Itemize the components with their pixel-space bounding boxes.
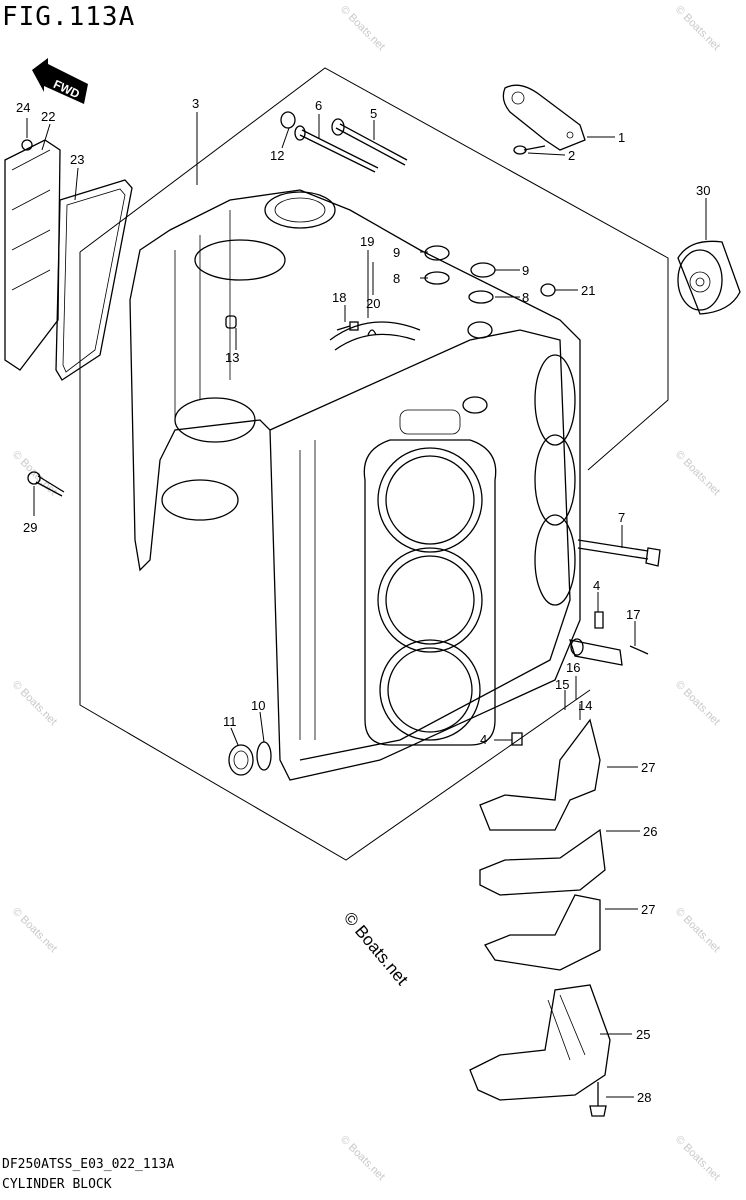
callout-17: 17 [626, 607, 640, 622]
callout-4: 4 [593, 578, 600, 593]
callout-8: 8 [522, 290, 529, 305]
callout-5: 5 [370, 106, 377, 121]
part-24-bolt [21, 139, 33, 151]
callout-9: 9 [393, 245, 400, 260]
callout-14: 14 [578, 698, 592, 713]
watermark: © Boats.net [673, 679, 722, 728]
part-28-bolt [589, 1082, 607, 1117]
callout-7: 7 [618, 510, 625, 525]
figure-caption: CYLINDER BLOCK [2, 1177, 112, 1192]
callout-4: 4 [480, 732, 487, 747]
callout-8: 8 [393, 271, 400, 286]
part-26-gasket [479, 828, 606, 896]
callout-26: 26 [643, 824, 657, 839]
part-11-plug [228, 744, 254, 776]
callout-23: 23 [70, 152, 84, 167]
watermark: © Boats.net [338, 4, 387, 53]
watermark: © Boats.net [338, 1134, 387, 1183]
part-21-nut [540, 283, 556, 297]
watermark: © Boats.net [10, 679, 59, 728]
callout-15: 15 [555, 677, 569, 692]
callout-20: 20 [366, 296, 380, 311]
callout-9: 9 [522, 263, 529, 278]
watermark: © Boats.net [10, 906, 59, 955]
callout-13: 13 [225, 350, 239, 365]
cylinder-bore-3 [379, 639, 481, 741]
callout-1: 1 [618, 130, 625, 145]
part-13-pin [225, 315, 237, 329]
watermark: © Boats.net [673, 4, 722, 53]
cylinder-bore-1 [377, 447, 483, 553]
cylinder-block [129, 189, 581, 781]
part-30-oil-filter [677, 240, 741, 315]
part-2-bolt [513, 145, 546, 155]
part-27-gasket-lower [484, 894, 601, 971]
part-22-cover [4, 139, 61, 371]
cylinder-bore-2 [377, 547, 483, 653]
callout-24: 24 [16, 100, 30, 115]
part-20-clip [367, 329, 377, 336]
callout-3: 3 [192, 96, 199, 111]
watermark: © Boats.net [673, 449, 722, 498]
part-25-plate [469, 984, 611, 1101]
part-1-bracket [502, 84, 586, 151]
callout-27: 27 [641, 902, 655, 917]
part-27-gasket-upper [479, 718, 601, 831]
part-17-screw [629, 645, 649, 655]
block-outline-bottom [79, 252, 591, 861]
callout-12: 12 [270, 148, 284, 163]
leader-lines [26, 112, 707, 1098]
figure-code: DF250ATSS_E03_022_113A [2, 1157, 175, 1172]
fwd-arrow-icon: FWD [32, 58, 88, 104]
callout-10: 10 [251, 698, 265, 713]
part-4-fitting [511, 611, 604, 746]
part-12-plug [280, 111, 296, 129]
part-6-bolt [294, 125, 379, 173]
callout-16: 16 [566, 660, 580, 675]
top-bore [264, 191, 336, 229]
callout-labels: 1 2 3 4 4 5 6 7 8 8 9 9 10 11 12 13 14 1… [16, 96, 710, 1105]
callout-11: 11 [223, 714, 237, 729]
part-5-bolt [331, 118, 408, 166]
callout-28: 28 [637, 1090, 651, 1105]
copyright-mark: © Boats.net [340, 908, 412, 989]
part-18-screw [336, 321, 359, 331]
watermark: © Boats.net [673, 906, 722, 955]
part-16-valve [569, 638, 623, 666]
callout-19: 19 [360, 234, 374, 249]
callout-27: 27 [641, 760, 655, 775]
callout-21: 21 [581, 283, 595, 298]
part-7-bolt [577, 539, 661, 567]
callout-25: 25 [636, 1027, 650, 1042]
block-outline-top [79, 67, 669, 471]
part-10-o-ring [256, 741, 272, 771]
figure-title: FIG.113A [2, 2, 136, 32]
part-29-bolt [27, 471, 65, 497]
callout-6: 6 [315, 98, 322, 113]
callout-30: 30 [696, 183, 710, 198]
callout-22: 22 [41, 109, 55, 124]
callout-29: 29 [23, 520, 37, 535]
watermarks: © Boats.net © Boats.net © Boats.net © Bo… [10, 4, 722, 1183]
callout-18: 18 [332, 290, 346, 305]
part-23-gasket [55, 179, 133, 381]
callout-2: 2 [568, 148, 575, 163]
watermark: © Boats.net [673, 1134, 722, 1183]
